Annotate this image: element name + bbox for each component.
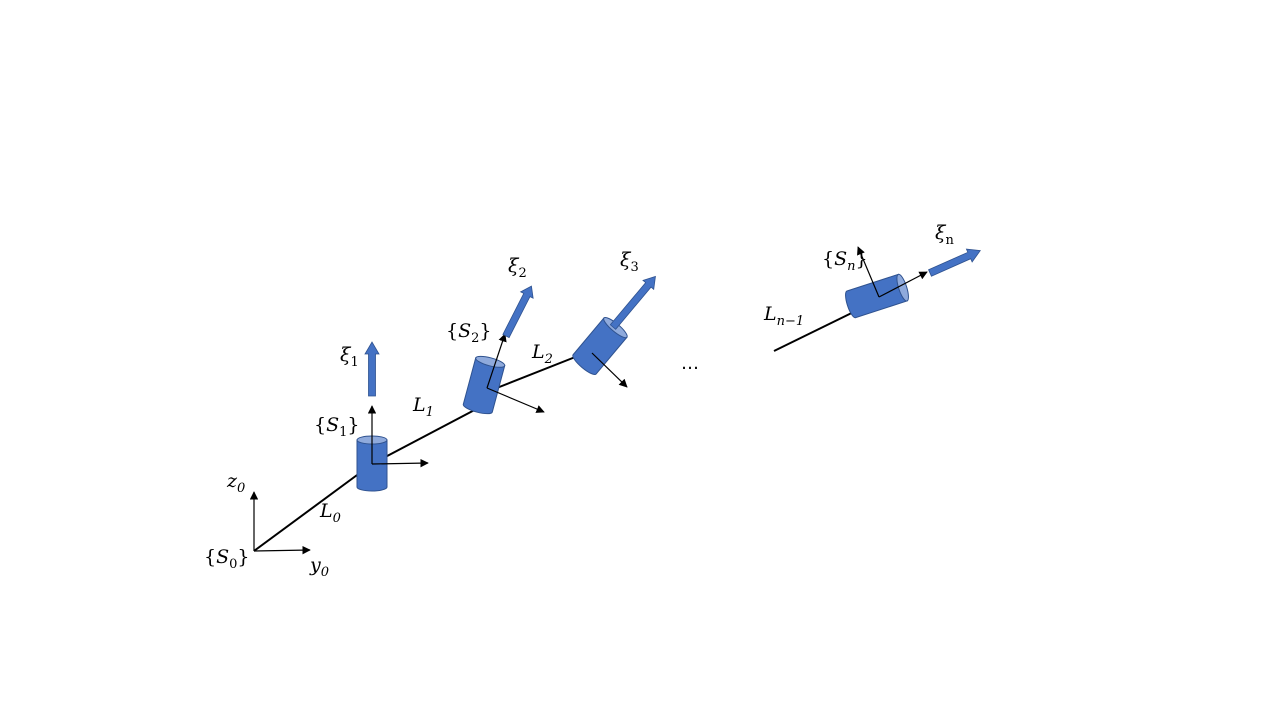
link-ln1-label: Ln−1	[763, 303, 804, 329]
frame-s2-label: {S2}	[446, 320, 492, 346]
frame-sn-label: {Sn}	[822, 248, 868, 274]
joint-2	[462, 333, 545, 415]
joint-n-x-axis	[878, 271, 928, 298]
twist-arrows	[364, 248, 981, 397]
joint-3-body	[572, 317, 628, 375]
joint-1	[356, 405, 429, 492]
joint-3-x-axis	[591, 352, 628, 388]
twist-xi1-label: ξ1	[340, 344, 359, 370]
joint-1-y-axis	[371, 458, 429, 468]
joint-2-z-axis	[486, 333, 507, 389]
link-l0-line	[253, 463, 373, 552]
joint-n-top	[896, 273, 909, 302]
frame-s0-label: {S0}	[204, 546, 250, 572]
twist-xi3-arrow	[609, 275, 656, 330]
y0-axis-arrow	[253, 545, 311, 555]
link-l0-label: L0	[319, 500, 341, 526]
joint-n	[845, 246, 928, 319]
joint-2-body	[462, 357, 506, 415]
joint-1-body	[356, 439, 388, 492]
link-l1-label: L1	[412, 394, 434, 420]
joint-2-x-axis	[486, 387, 545, 413]
z0-label: z0	[226, 470, 245, 496]
twist-xi1-arrow	[364, 341, 380, 397]
twist-xi3-label: ξ3	[620, 249, 639, 275]
frame-s0-axes	[249, 491, 311, 555]
twist-xi2-label: ξ2	[508, 255, 527, 281]
link-l1-line	[371, 404, 485, 465]
twist-xin-label: ξn	[935, 222, 954, 248]
twist-xin-arrow	[928, 248, 981, 277]
joint-2-top	[475, 355, 506, 368]
joint-n-z-axis	[857, 246, 880, 298]
chain-ellipsis: …	[681, 353, 699, 374]
frame-s1-label: {S1}	[314, 414, 360, 440]
y0-label: y0	[309, 554, 329, 580]
link-l2-label: L2	[531, 341, 553, 367]
joint-n-body	[845, 273, 908, 319]
twist-xi2-arrow	[502, 285, 534, 339]
joint-3	[572, 316, 628, 388]
